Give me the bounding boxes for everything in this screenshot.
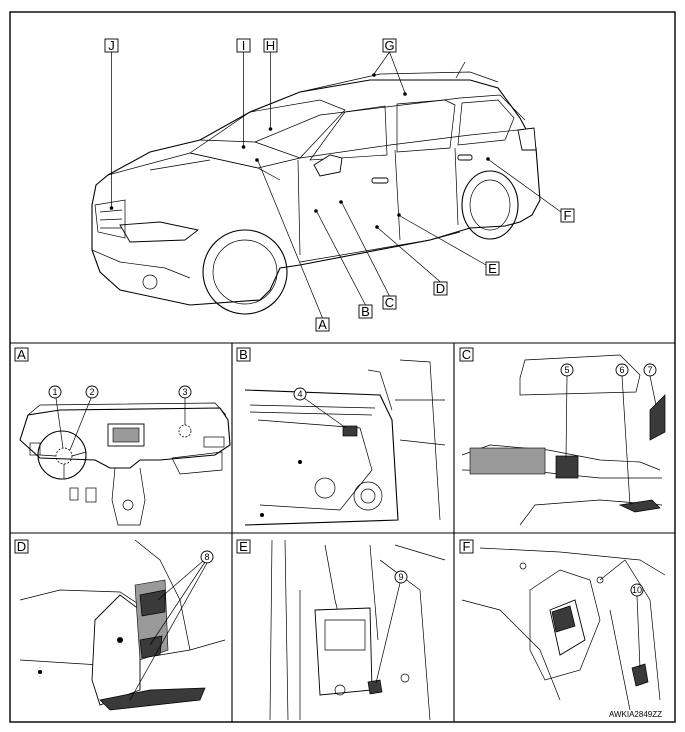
panel-c-num-6: 6 <box>619 365 624 375</box>
callout-a: A <box>318 317 327 332</box>
callout-i: I <box>242 38 246 53</box>
panel-e-label: E <box>239 539 248 554</box>
panel-b: B 4 <box>236 347 446 526</box>
panel-e-num-9: 9 <box>398 572 403 582</box>
panel-a-num-3: 3 <box>182 387 187 397</box>
panel-c: C 5 6 7 <box>459 347 666 526</box>
callout-box-e <box>485 261 500 276</box>
callout-e: E <box>488 261 497 276</box>
panel-b-label: B <box>239 347 248 362</box>
panel-a-num-1: 1 <box>52 387 57 397</box>
panel-f-label: F <box>463 539 471 554</box>
panel-c-num-7: 7 <box>647 365 652 375</box>
panel-a: A 1 2 3 <box>14 347 231 526</box>
callout-h: H <box>266 38 275 53</box>
panel-c-num-5: 5 <box>564 365 569 375</box>
panel-d-num-8: 8 <box>204 552 209 562</box>
callout-j: J <box>108 38 115 53</box>
panel-f-num-10: 10 <box>632 585 642 595</box>
callout-g: G <box>384 38 394 53</box>
panel-d-label: D <box>17 539 26 554</box>
callout-d: D <box>436 281 445 296</box>
panel-d: D 8 <box>14 539 226 711</box>
callout-c: C <box>385 295 394 310</box>
panel-e: E 9 <box>236 539 446 721</box>
figure-code: AWKIA2849ZZ <box>609 710 662 719</box>
outer-frame <box>9 11 676 723</box>
overview-callouts: J I H G A B C D E <box>104 38 575 332</box>
panel-c-label: C <box>462 347 471 362</box>
panel-b-num-4: 4 <box>297 389 302 399</box>
callout-box-f <box>560 208 575 223</box>
callout-b: B <box>361 304 370 319</box>
panel-f: F 10 <box>459 539 666 711</box>
callout-f: F <box>564 208 572 223</box>
panel-a-label: A <box>17 347 26 362</box>
panel-a-num-2: 2 <box>89 387 94 397</box>
vehicle-illustration <box>91 61 541 315</box>
